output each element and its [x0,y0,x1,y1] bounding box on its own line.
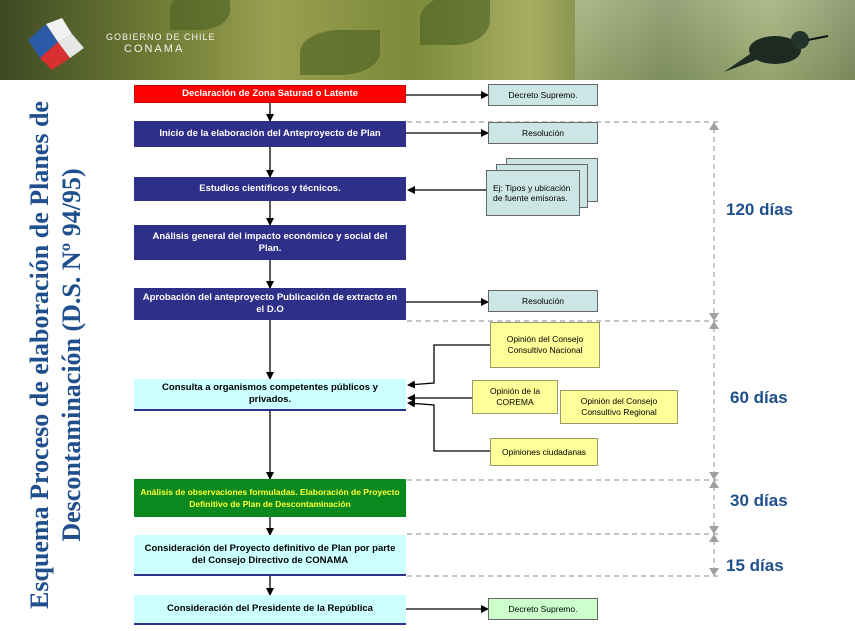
duration-120: 120 días [726,200,794,219]
duration-30: 30 días [730,491,788,510]
output-decreto-supremo-final: Decreto Supremo. [488,598,598,620]
banner-foliage [300,30,380,75]
step-council-review: Consideración del Proyecto definitivo de… [134,535,406,576]
step-scientific-studies: Estudios científicos y técnicos. [134,177,406,201]
step-start-draft: Inicio de la elaboración del Anteproyect… [134,121,406,147]
output-decreto-supremo: Decreto Supremo. [488,84,598,106]
step-impact-analysis: Análisis general del impacto económico y… [134,225,406,260]
government-label: GOBIERNO DE CHILE [106,32,216,42]
opinion-ciudadanas: Opiniones ciudadanas [490,438,598,466]
banner-foliage [420,0,490,45]
step-consultation: Consulta a organismos competentes públic… [134,379,406,411]
opinion-consejo-nacional: Opinión del Consejo Consultivo Nacional [490,322,600,368]
opinion-corema: Opinión de la COREMA [472,380,558,414]
agency-label: CONAMA [124,43,185,55]
step-president-review: Consideración del Presidente de la Repúb… [134,595,406,625]
step-observations-analysis: Análisis de observaciones formuladas. El… [134,479,406,517]
opinion-consejo-regional: Opinión del Consejo Consultivo Regional [560,390,678,424]
output-resolucion: Resolución [488,122,598,144]
output-example-sources: Ej: Tipos y ubicación de fuente emisoras… [486,170,580,216]
step-draft-approval: Aprobación del anteproyecto Publicación … [134,288,406,320]
hummingbird-icon [724,31,829,72]
step-declaration: Declaración de Zona Saturad o Latente [134,85,406,103]
header-banner: GOBIERNO DE CHILE CONAMA [0,0,855,80]
duration-15: 15 días [726,556,784,575]
duration-60: 60 días [730,388,788,407]
chile-government-logo-icon [28,18,84,70]
output-resolucion-2: Resolución [488,290,598,312]
